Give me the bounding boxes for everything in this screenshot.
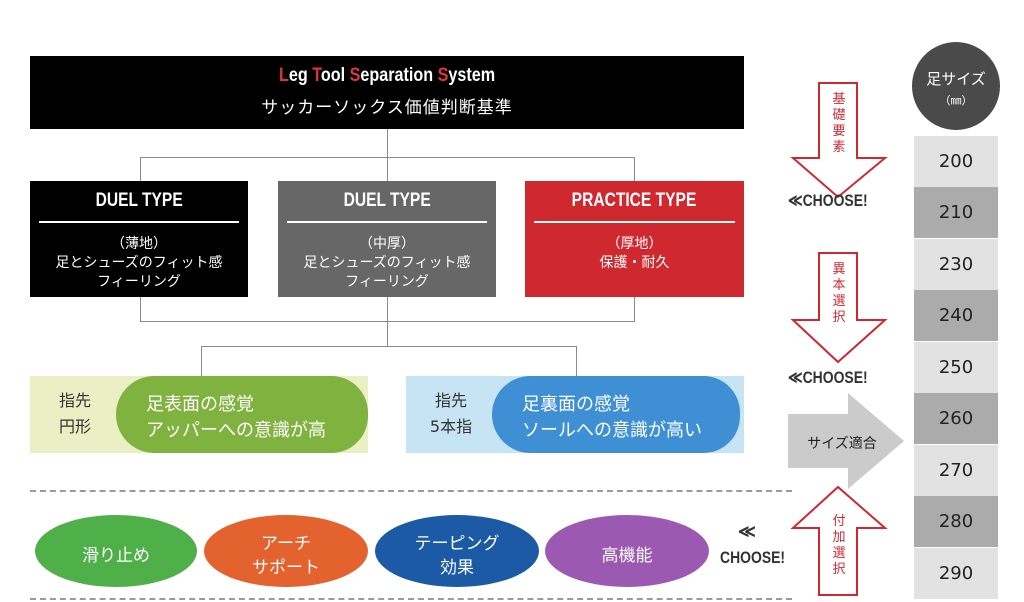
feature-round-toe: 指先円形 足表面の感覚 アッパーへの意識が高	[30, 376, 368, 453]
dashed-separator	[30, 490, 792, 492]
arrow-label-fit: サイズ適合	[807, 436, 877, 452]
type-description: 足とシューズのフィット感	[303, 255, 471, 271]
divider	[39, 221, 239, 223]
type-description: フィーリング	[345, 274, 429, 290]
dashed-separator	[30, 598, 792, 600]
type-title: PRACTICE TYPE	[572, 190, 697, 211]
feature-awareness: ソールへの意識が高い	[522, 420, 702, 441]
size-header: 足サイズ （㎜）	[912, 42, 1000, 130]
option-high-performance: 高機能	[545, 515, 709, 587]
type-box-duel-thin: DUEL TYPE （薄地） 足とシューズのフィット感 フィーリング	[30, 181, 248, 297]
size-cell: 260	[914, 393, 998, 444]
arrow-label-difference: 異本選択	[832, 262, 846, 325]
system-subtitle: サッカーソックス価値判断基準	[261, 98, 513, 118]
down-arrow-difference	[790, 252, 888, 364]
connector-line	[201, 346, 576, 347]
choose-glyph: ≪	[738, 522, 756, 541]
arrow-label-basic: 基礎要素	[832, 92, 846, 155]
toe-shape-label: 指先円形	[58, 391, 91, 436]
divider	[287, 221, 487, 223]
connector-line	[201, 346, 202, 376]
connector-line	[634, 297, 635, 321]
type-thickness: （中厚）	[359, 236, 415, 252]
size-cell: 230	[914, 239, 998, 290]
connector-line	[576, 346, 577, 376]
header-banner: Leg Tool Separation System サッカーソックス価値判断基…	[30, 56, 744, 129]
size-cell: 290	[914, 548, 998, 599]
right-arrow-fit	[788, 393, 904, 489]
size-cell: 280	[914, 496, 998, 547]
connector-line	[387, 297, 388, 321]
choose-label: ≪CHOOSE!	[788, 191, 868, 210]
connector-line	[387, 321, 388, 346]
connector-line	[387, 157, 388, 181]
type-description: 保護・耐久	[599, 255, 670, 271]
size-cell: 250	[914, 342, 998, 393]
size-cell: 240	[914, 290, 998, 341]
choose-label: CHOOSE!	[720, 548, 786, 567]
connector-line	[387, 129, 388, 157]
size-header-label: 足サイズ	[926, 70, 986, 88]
option-arch-support: アーチ サポート	[204, 515, 368, 587]
size-cell: 270	[914, 445, 998, 496]
up-arrow-additional	[790, 485, 888, 596]
type-thickness: （薄地）	[111, 236, 167, 252]
type-title: DUEL TYPE	[343, 190, 431, 211]
down-arrow-basic	[790, 82, 888, 199]
type-description: 足とシューズのフィット感	[55, 255, 223, 271]
feature-description-pill: 足表面の感覚 アッパーへの意識が高	[116, 376, 368, 453]
connector-line	[140, 157, 141, 181]
size-header-unit: （㎜）	[939, 94, 973, 107]
type-description: フィーリング	[97, 274, 181, 290]
divider	[534, 221, 735, 223]
feature-sense: 足表面の感覚	[146, 394, 254, 415]
size-cell: 200	[914, 136, 998, 187]
feature-description-pill: 足裏面の感覚 ソールへの意識が高い	[492, 376, 740, 453]
type-thickness: （厚地）	[606, 236, 663, 252]
choose-label: ≪CHOOSE!	[788, 368, 868, 387]
feature-awareness: アッパーへの意識が高	[146, 420, 326, 441]
type-box-duel-thick: DUEL TYPE （中厚） 足とシューズのフィット感 フィーリング	[278, 181, 496, 297]
type-box-practice: PRACTICE TYPE （厚地） 保護・耐久	[525, 181, 744, 297]
connector-line	[140, 297, 141, 321]
option-grip: 滑り止め	[35, 515, 197, 587]
feature-sense: 足裏面の感覚	[522, 394, 630, 415]
connector-line	[634, 157, 635, 181]
option-taping: テーピング 効果	[375, 515, 539, 587]
type-title: DUEL TYPE	[95, 190, 183, 211]
size-cell: 210	[914, 187, 998, 238]
arrow-label-additional: 付加選択	[832, 514, 846, 577]
system-title: Leg Tool Separation System	[278, 65, 496, 86]
